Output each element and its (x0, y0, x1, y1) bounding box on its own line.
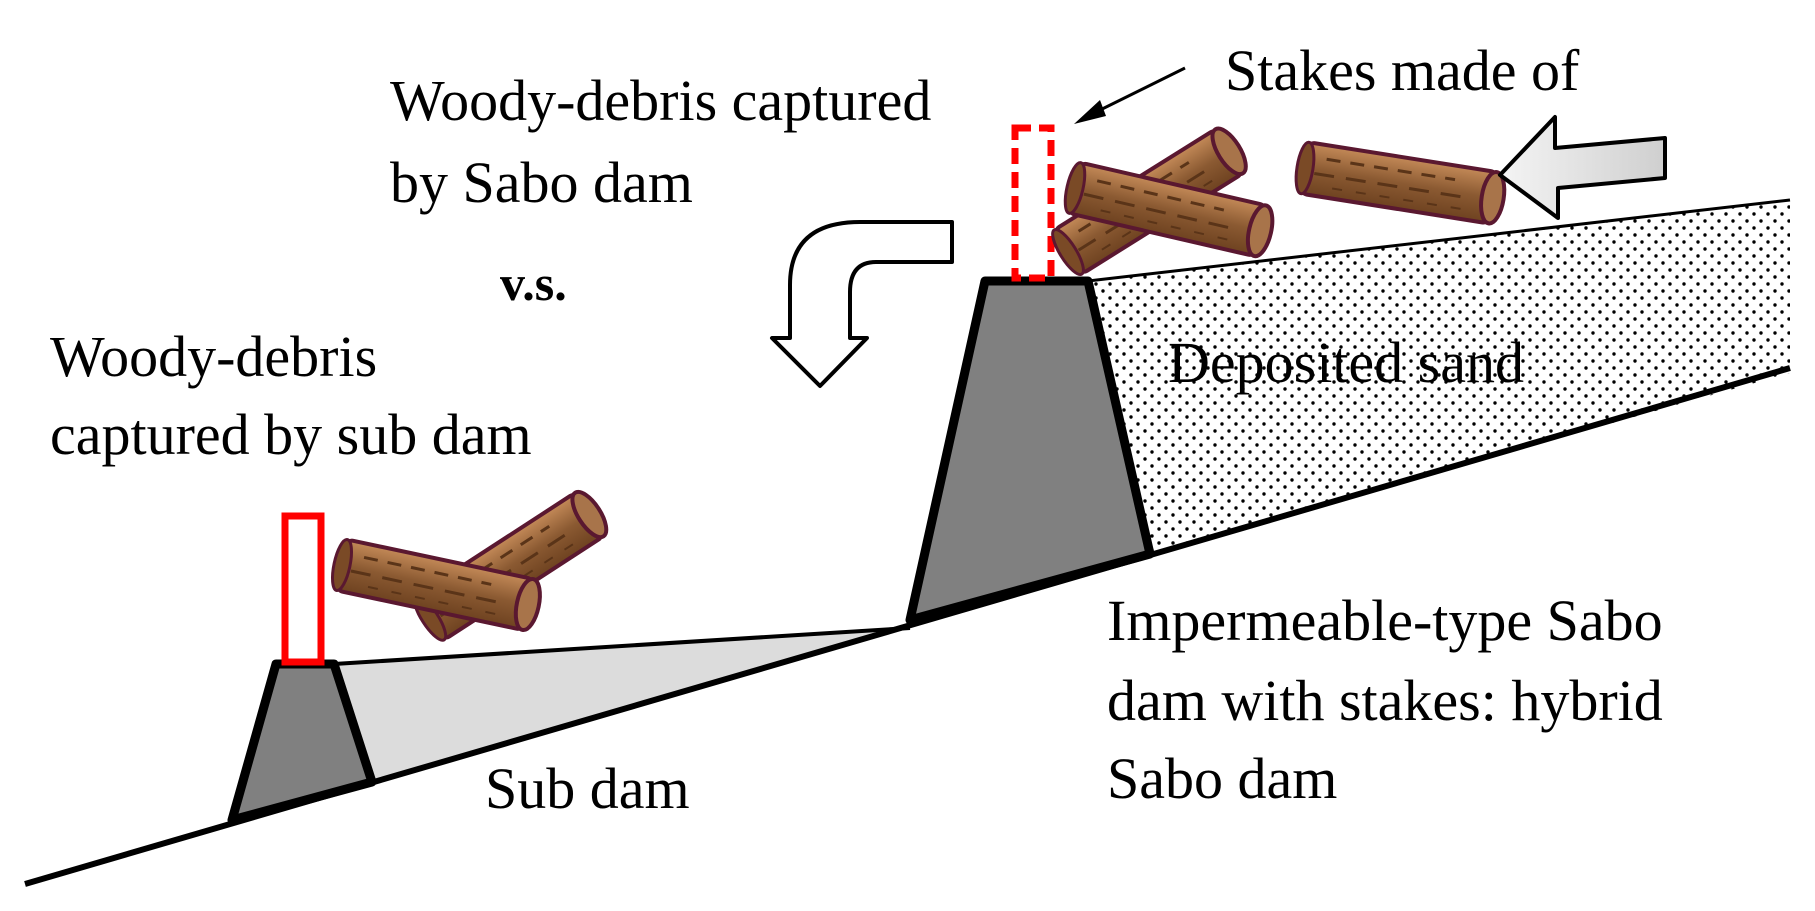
sabo-dam (905, 276, 1155, 625)
pointer-arrowhead-icon (1074, 100, 1106, 124)
sand-surface-line (1087, 198, 1791, 283)
label-stakes: Stakes made of (1225, 38, 1580, 103)
label-hybrid-line3: Sabo dam (1107, 746, 1337, 811)
log-icon (1291, 139, 1510, 228)
label-vs: v.s. (500, 255, 567, 311)
label-woody-sabo-line2: by Sabo dam (390, 150, 693, 215)
label-hybrid-line2: dam with stakes: hybrid (1107, 668, 1663, 733)
deposited-sand-region (1088, 200, 1790, 554)
label-woody-sub-line1: Woody-debris (50, 324, 377, 389)
label-hybrid-line1: Impermeable-type Sabo (1107, 588, 1663, 653)
label-deposited-sand: Deposited sand (1168, 330, 1524, 395)
label-sub-dam: Sub dam (485, 756, 690, 821)
sub-dam-stake-icon (281, 512, 325, 666)
overflow-arrow-icon (770, 220, 954, 388)
label-woody-sabo-line1: Woody-debris captured (390, 68, 931, 133)
label-woody-sub-line2: captured by sub dam (50, 402, 532, 467)
flow-arrow-icon (1498, 115, 1667, 220)
sub-deposit-surface-line (333, 626, 911, 666)
sabo-dam-stake-icon (1011, 124, 1055, 282)
pointer-arrow-icon (1087, 66, 1186, 118)
